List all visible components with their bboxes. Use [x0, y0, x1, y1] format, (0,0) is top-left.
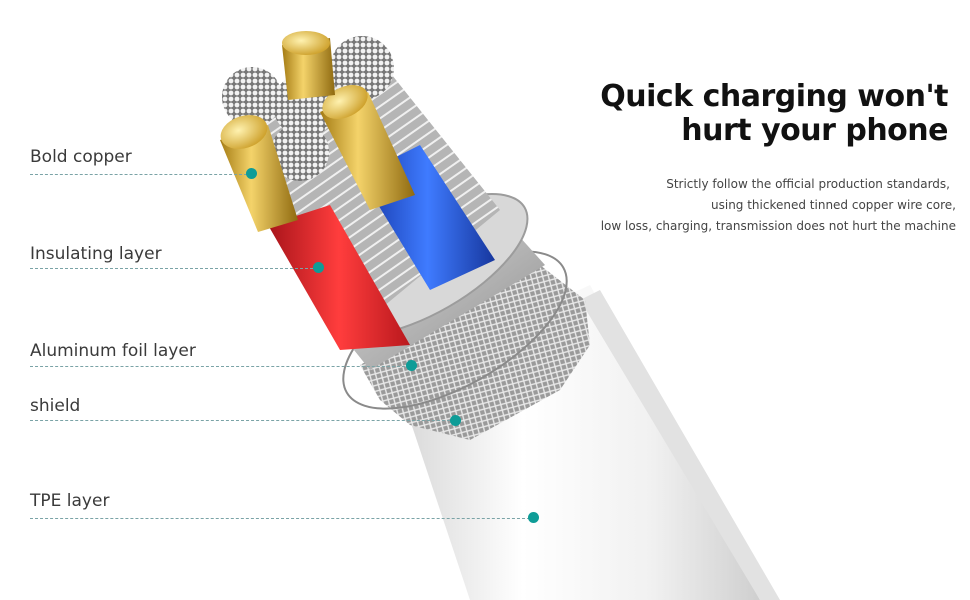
aluminum-foil-layer-dot: [406, 360, 417, 371]
description: Strictly follow the official production …: [601, 174, 956, 237]
description-line-3: low loss, charging, transmission does no…: [600, 219, 956, 233]
bold-copper-label: Bold copper: [30, 147, 132, 167]
bold-copper-dot: [246, 168, 257, 179]
shield-label: shield: [30, 396, 81, 416]
insulating-layer-leader: [30, 268, 318, 269]
strand-bundle: [222, 67, 282, 127]
description-line-1: Strictly follow the official production …: [666, 177, 950, 191]
shield-knurl: [360, 265, 590, 440]
bold-copper-leader: [30, 174, 252, 175]
tpe-layer-label: TPE layer: [30, 491, 110, 511]
strand-bundle: [330, 36, 394, 100]
tpe-layer-leader: [30, 518, 530, 519]
headline: Quick charging won't hurt your phone: [600, 80, 948, 148]
gold-conductor: [282, 31, 335, 100]
aluminum-foil-layer-label: Aluminum foil layer: [30, 341, 196, 361]
headline-line-1: Quick charging won't: [600, 79, 948, 114]
shield-dot: [450, 415, 461, 426]
tpe-layer-dot: [528, 512, 539, 523]
shield-leader: [30, 420, 450, 421]
gold-conductor: [220, 115, 298, 232]
insulating-layer-label: Insulating layer: [30, 244, 162, 264]
strand-bundle: [271, 123, 329, 181]
headline-line-2: hurt your phone: [681, 113, 948, 148]
aluminum-foil-layer-leader: [30, 366, 410, 367]
insulating-layer-dot: [313, 262, 324, 273]
description-line-2: using thickened tinned copper wire core,: [711, 198, 956, 212]
red-core: [268, 205, 410, 350]
